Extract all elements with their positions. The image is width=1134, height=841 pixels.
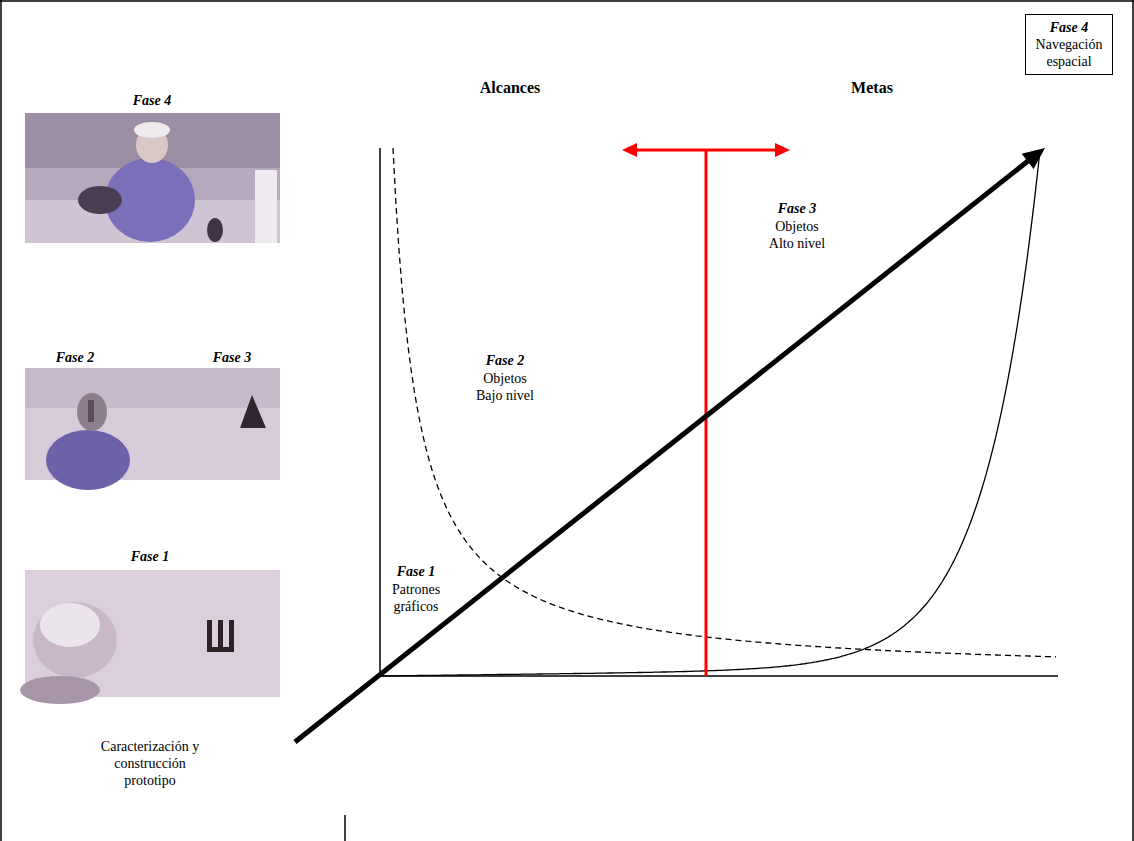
divider-arrow bbox=[634, 149, 778, 152]
x-axis bbox=[380, 675, 1058, 677]
arrowhead bbox=[622, 143, 637, 157]
progress-line bbox=[295, 161, 1028, 742]
phase-description: Patrones gráficos bbox=[384, 581, 448, 615]
region-heading: Metas bbox=[812, 78, 932, 97]
shoulder bbox=[20, 676, 100, 704]
frame-line bbox=[0, 0, 2, 841]
head-back bbox=[33, 602, 117, 678]
person-head bbox=[77, 393, 107, 431]
caption-text: Caracterización y construcción prototipo bbox=[100, 738, 200, 789]
head-hair bbox=[40, 603, 100, 647]
photo-label: Fase 3 bbox=[192, 349, 272, 366]
child bbox=[207, 218, 223, 242]
person-face bbox=[88, 400, 94, 422]
y-axis bbox=[379, 148, 381, 676]
photo-phase1 bbox=[20, 570, 280, 704]
frame-line bbox=[0, 0, 1134, 2]
passerby bbox=[255, 170, 277, 243]
divider bbox=[622, 143, 790, 676]
phase-title: Fase 2 bbox=[465, 352, 545, 369]
photo-phase2-3 bbox=[25, 368, 280, 490]
photo-label: Fase 4 bbox=[107, 92, 197, 109]
photo-wall bbox=[25, 368, 280, 408]
region-heading: Alcances bbox=[450, 78, 570, 97]
cone bbox=[240, 395, 266, 428]
photo-label: Fase 2 bbox=[35, 349, 115, 366]
arrowhead bbox=[775, 143, 790, 157]
phase-title: Fase 3 bbox=[757, 200, 837, 217]
arrowhead bbox=[1022, 148, 1045, 169]
progress-arrow bbox=[295, 148, 1045, 742]
person-body bbox=[46, 430, 130, 490]
phase-box: Fase 4Navegación espacial bbox=[1025, 14, 1113, 75]
frame-tick bbox=[344, 815, 346, 841]
person-cap bbox=[134, 122, 170, 138]
frame-line bbox=[1132, 0, 1134, 841]
box-text: Navegación espacial bbox=[1032, 36, 1106, 70]
phase-description: Objetos Bajo nivel bbox=[472, 370, 538, 404]
sign-pattern bbox=[207, 620, 234, 652]
sign-bar bbox=[207, 647, 234, 652]
photo-phase4 bbox=[25, 113, 280, 243]
bag bbox=[78, 186, 122, 214]
box-heading: Fase 4 bbox=[1032, 19, 1106, 36]
photo-ground bbox=[25, 113, 280, 243]
phase-title: Fase 1 bbox=[384, 563, 448, 580]
phase-description: Objetos Alto nivel bbox=[764, 218, 830, 252]
photo-label: Fase 1 bbox=[110, 548, 190, 565]
photo-wall bbox=[25, 113, 280, 168]
